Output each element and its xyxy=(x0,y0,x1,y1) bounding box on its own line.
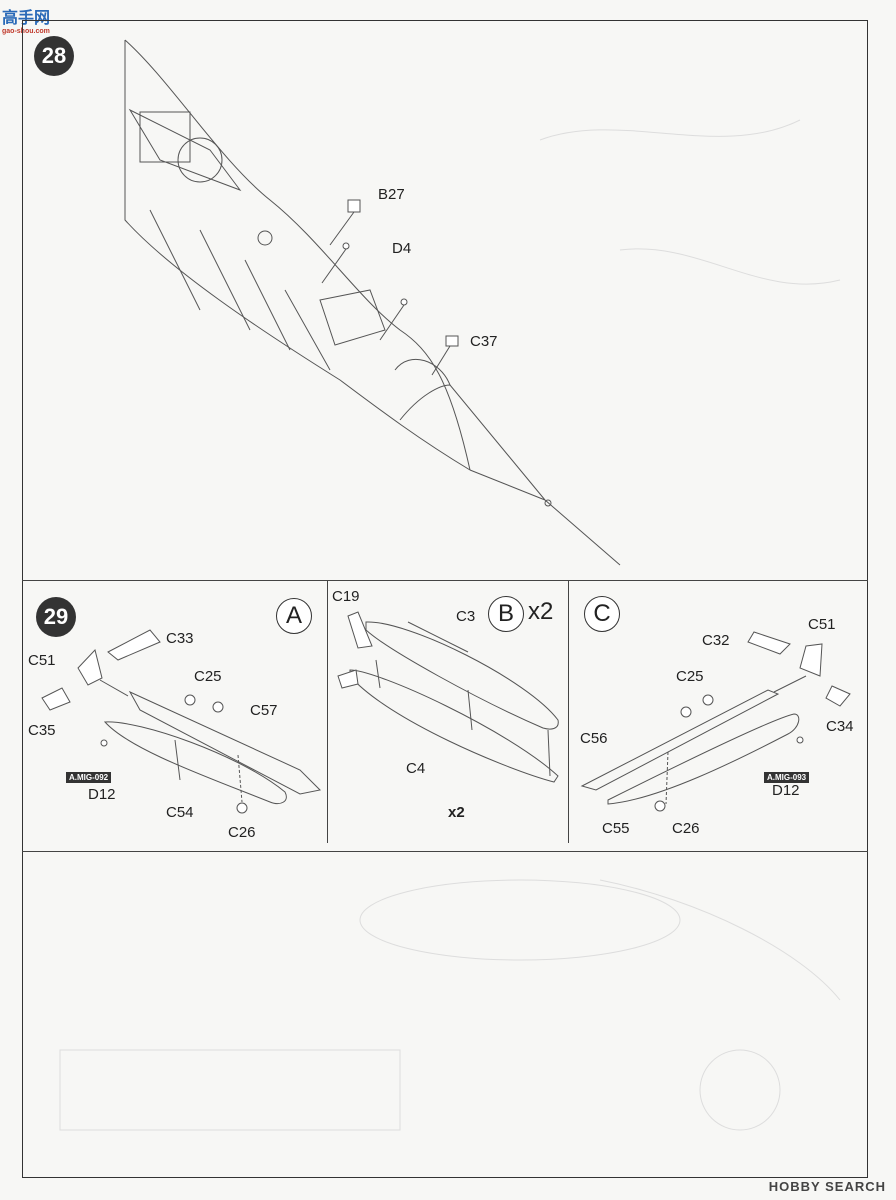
step-divider-top xyxy=(22,580,868,581)
part-label-c32: C32 xyxy=(702,632,730,649)
fuselage-nose-drawing xyxy=(124,39,621,566)
paint-tag-a: A.MIG-092 xyxy=(66,772,112,783)
panel-divider-bc xyxy=(568,580,569,843)
step-divider-bottom xyxy=(22,851,868,852)
watermark-bottom-logo: HOBBY SEARCH xyxy=(768,1179,886,1194)
panel-a-drawing xyxy=(41,629,322,814)
step-29-badge: 29 xyxy=(36,597,76,637)
panel-c-drawing xyxy=(580,631,851,812)
part-label-c51-a: C51 xyxy=(28,652,56,669)
part-label-c25-a: C25 xyxy=(194,668,222,685)
panel-b-multiplier-top: x2 xyxy=(528,598,554,625)
paint-tag-c: A.MIG-093 xyxy=(764,772,810,783)
panel-b-multiplier-bottom: x2 xyxy=(448,804,465,821)
part-label-c56: C56 xyxy=(580,730,608,747)
part-label-c54: C54 xyxy=(166,804,194,821)
part-label-c26-a: C26 xyxy=(228,824,256,841)
part-label-c55: C55 xyxy=(602,820,630,837)
part-label-c57: C57 xyxy=(250,702,278,719)
part-label-c4: C4 xyxy=(406,760,426,777)
part-label-d12-c: D12 xyxy=(772,782,800,799)
panel-divider-ab xyxy=(327,580,328,843)
part-label-d4: D4 xyxy=(392,240,412,257)
part-label-c26-c: C26 xyxy=(672,820,700,837)
part-label-c51-c: C51 xyxy=(808,616,836,633)
watermark-top-logo: 高手网 gao-shou.com xyxy=(2,10,51,35)
panel-b-drawing xyxy=(337,611,559,783)
step-28-badge: 28 xyxy=(34,36,74,76)
part-label-c25-c: C25 xyxy=(676,668,704,685)
part-label-c37: C37 xyxy=(470,333,498,350)
part-label-b27: B27 xyxy=(378,186,405,203)
panel-b-badge: B xyxy=(488,596,524,632)
page-frame xyxy=(22,20,868,1178)
part-label-d12-a: D12 xyxy=(88,786,116,803)
panel-a-badge: A xyxy=(276,598,312,634)
part-label-c19: C19 xyxy=(332,588,360,605)
panel-c-badge: C xyxy=(584,596,620,632)
part-label-c3: C3 xyxy=(456,608,476,625)
part-label-c35: C35 xyxy=(28,722,56,739)
part-label-c33: C33 xyxy=(166,630,194,647)
part-label-c34: C34 xyxy=(826,718,854,735)
